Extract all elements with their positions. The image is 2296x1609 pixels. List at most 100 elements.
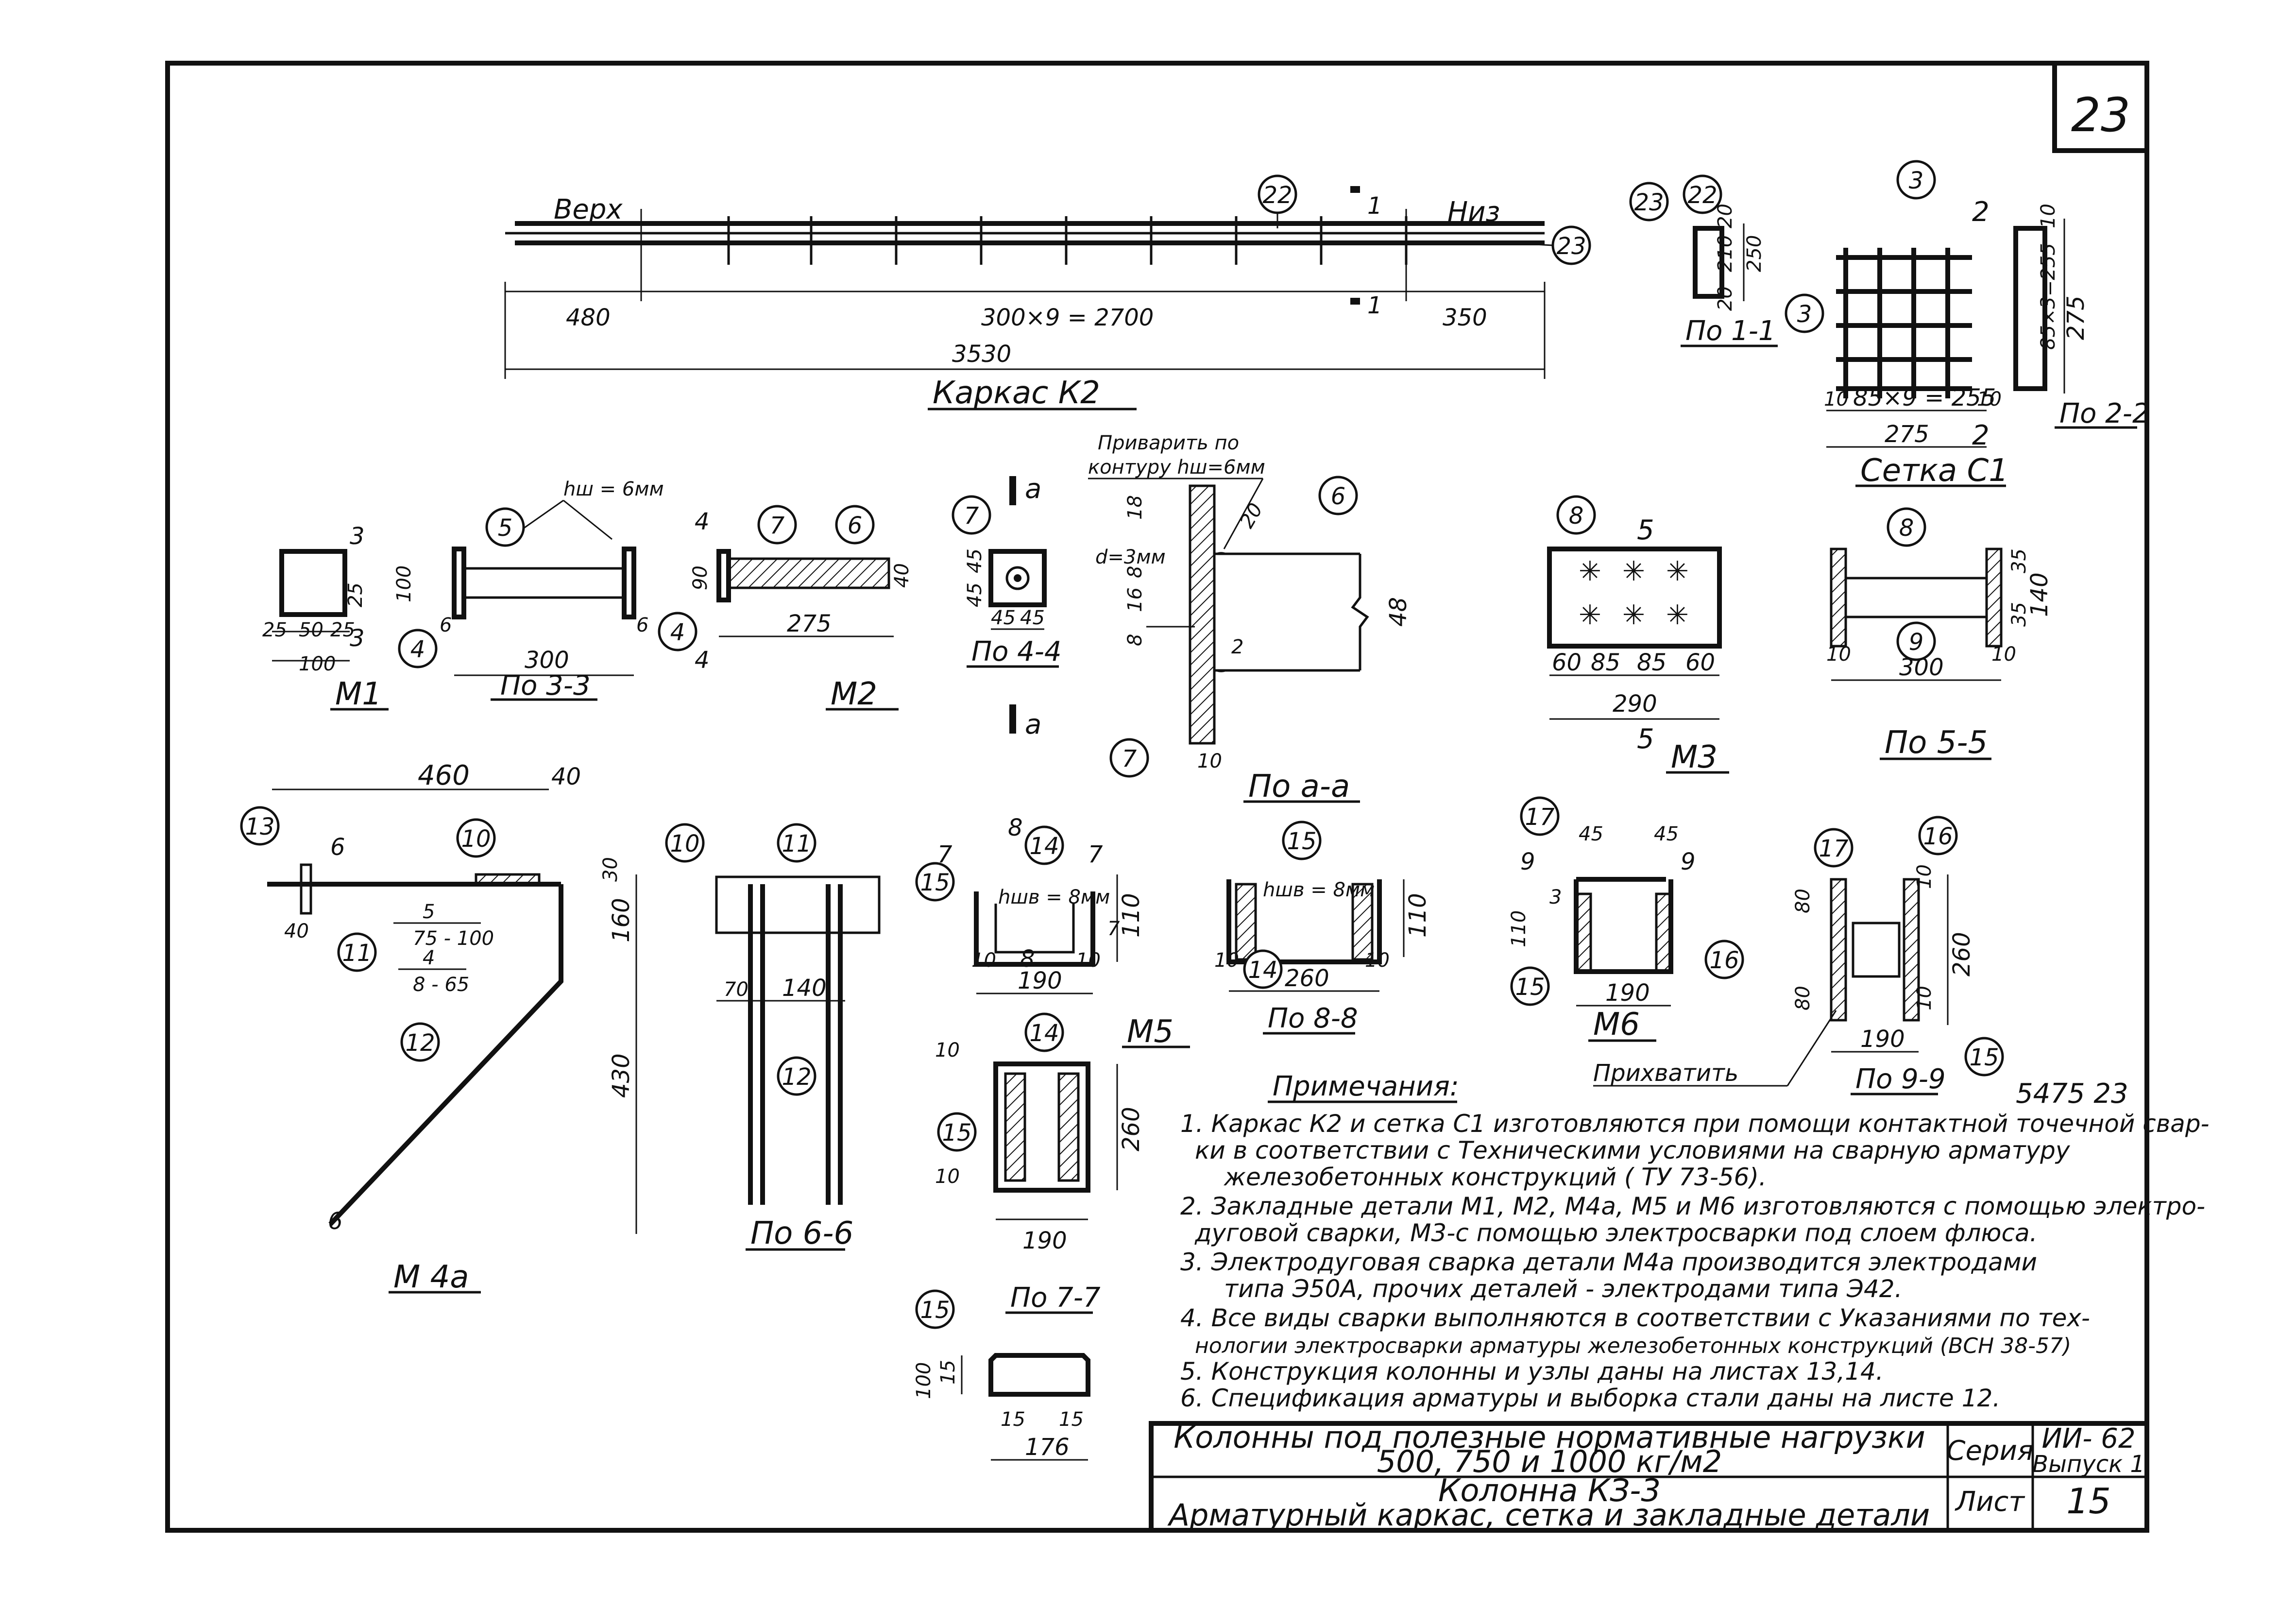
m1-dim-50: 50 xyxy=(299,619,323,641)
paa-dim-8a: 8 xyxy=(1124,566,1146,578)
m4a-dim-30: 30 xyxy=(599,857,622,882)
callout-12-p66: 12 xyxy=(782,1063,811,1091)
m4a-weld2-top: 4 xyxy=(423,947,435,969)
p44-section-a-bottom: a xyxy=(1025,709,1041,740)
p44-title: По 4-4 xyxy=(971,636,1062,668)
callout-13: 13 xyxy=(245,813,274,840)
paa-dim-18: 18 xyxy=(1124,495,1146,520)
drawing-description: Арматурный каркас, сетка и закладные дет… xyxy=(1167,1497,1930,1533)
p33-dim-300: 300 xyxy=(525,647,569,674)
c1-section-2-top: 2 xyxy=(1972,196,1990,228)
p44-view: 45 45 45 45 По 4-4 a a xyxy=(964,473,1062,740)
m4a-section-6-bottom: 6 xyxy=(328,1208,343,1235)
p11-dim-250: 250 xyxy=(1743,235,1766,272)
m3-studs: ✳✳ ✳✳ ✳✳ xyxy=(1579,556,1689,631)
p22-dim-275: 275 xyxy=(2062,295,2090,340)
paa-dim-8b: 8 xyxy=(1124,634,1146,646)
p66-view: 70 140 По 6-6 xyxy=(715,875,881,1251)
m5-section-7b: 7 xyxy=(1088,841,1103,868)
callout-7-paa: 7 xyxy=(1122,745,1137,772)
m6-dim-45b: 45 xyxy=(1654,823,1679,845)
callout-8-p55: 8 xyxy=(1899,514,1914,542)
m2-title: М2 xyxy=(831,676,877,712)
paa-dim-48: 48 xyxy=(1385,597,1412,627)
p33-title: По 3-3 xyxy=(500,670,591,702)
m6-section-9a: 9 xyxy=(1520,848,1535,875)
paa-hole-dim: d=3мм xyxy=(1095,546,1166,568)
m2-dim-40: 40 xyxy=(891,563,913,588)
m6-section-9b: 9 xyxy=(1681,848,1696,875)
p33-dim-6a: 6 xyxy=(440,614,452,636)
callout-11-p66: 11 xyxy=(782,830,811,857)
p88-dim-10b: 10 xyxy=(1365,949,1390,972)
callout-15-m6: 15 xyxy=(1515,974,1545,1001)
m4a-title: М 4а xyxy=(393,1259,469,1295)
p33-view: 300 6 6 По 3-3 hш = 6мм xyxy=(440,478,664,702)
m3-dim-85a: 85 xyxy=(1591,649,1620,676)
callout-12-m4a: 12 xyxy=(405,1029,435,1057)
m1-dim-25a: 25 xyxy=(262,619,287,641)
m5-weld-p77: hшв = 8мм xyxy=(998,886,1110,908)
p55-dim-10a: 10 xyxy=(1826,643,1851,666)
svg-text:✳: ✳ xyxy=(1579,556,1601,587)
callout-6-m2-label: 6 xyxy=(848,512,863,539)
m4a-dim-160: 160 xyxy=(608,898,635,942)
svg-text:✳: ✳ xyxy=(1579,599,1601,631)
m2-dim-275: 275 xyxy=(787,610,832,637)
notes-block: 5475 23 Примечания: 1. Каркас К2 и сетка… xyxy=(1180,1071,2210,1412)
p99-dim-10b: 10 xyxy=(1913,986,1936,1010)
m3-dim-290: 290 xyxy=(1613,690,1657,718)
p11-title: По 1-1 xyxy=(1685,315,1776,347)
notes-title: Примечания: xyxy=(1273,1071,1459,1102)
p99-title: По 9-9 xyxy=(1855,1063,1946,1095)
p88-dim-10a: 10 xyxy=(1214,949,1239,972)
k2-dim-2700: 300×9 = 2700 xyxy=(981,304,1154,331)
note-line-8: 4. Все виды сварки выполняются в соответ… xyxy=(1180,1304,2090,1332)
p77-dim-10a: 10 xyxy=(935,1039,960,1061)
m2-section-4-bottom: 4 xyxy=(695,647,710,674)
k2-bottom-label: Низ xyxy=(1447,196,1500,228)
p77-title: По 7-7 xyxy=(1010,1282,1101,1314)
p99-dim-80a: 80 xyxy=(1792,889,1814,913)
c1-dim-255: 85×9 = 255 xyxy=(1853,384,1996,411)
c1-dim-275: 275 xyxy=(1885,421,1929,448)
p22-title: По 2-2 xyxy=(2059,398,2150,429)
note-line-5: дуговой сварки, М3-с помощью электросвар… xyxy=(1194,1219,2038,1247)
p77-dim-260: 260 xyxy=(1118,1107,1145,1151)
note-line-9: нологии электросварки арматуры железобет… xyxy=(1195,1334,2071,1358)
k2-dim-480: 480 xyxy=(566,304,611,331)
project-line-1: Колонны под полезные нормативные нагрузк… xyxy=(1174,1420,1925,1455)
m5-dim-10b: 10 xyxy=(1076,949,1101,972)
callout-3-left: 3 xyxy=(1797,301,1812,328)
callout-4-left: 4 xyxy=(410,636,425,663)
m5-dim-110: 110 xyxy=(1118,893,1145,938)
p88-dim-260: 260 xyxy=(1285,965,1329,992)
k2-dim-350: 350 xyxy=(1443,304,1487,331)
sheet-number-box xyxy=(2052,61,2149,153)
p11-dim-210: 210 xyxy=(1714,235,1736,272)
p55-title: По 5-5 xyxy=(1885,725,1988,761)
plate15-dim-100: 100 xyxy=(913,1362,935,1399)
callout-7-p44: 7 xyxy=(964,502,979,530)
paa-title: По а-а xyxy=(1248,769,1350,804)
m3-section-5-top: 5 xyxy=(1637,514,1654,546)
note-line-1: 1. Каркас К2 и сетка С1 изготовляются пр… xyxy=(1180,1110,2210,1138)
note-line-10: 5. Конструкция колонны и узлы даны на ли… xyxy=(1180,1357,1884,1386)
p88-weld: hшв = 8мм xyxy=(1263,879,1375,901)
p66-title: По 6-6 xyxy=(750,1215,853,1251)
p33-dim-6b: 6 xyxy=(636,614,648,636)
p99-view: 80 260 80 10 10 190 По 9-9 Прихватить xyxy=(1593,864,1975,1095)
p22-view: 10 85×3=255 275 По 2-2 xyxy=(2013,204,2150,429)
p66-dim-70: 70 xyxy=(724,978,748,1001)
m4a-dim-430: 430 xyxy=(608,1053,635,1098)
series-label: Серия xyxy=(1946,1435,2033,1467)
svg-text:✳: ✳ xyxy=(1622,599,1645,631)
m1-section-3-bottom: 3 xyxy=(350,625,365,652)
m6-dim-45a: 45 xyxy=(1579,823,1603,845)
paa-weld-note-1: Приварить по xyxy=(1098,432,1239,454)
drawing-code: 5475 23 xyxy=(2016,1078,2128,1110)
p99-dim-260: 260 xyxy=(1948,932,1975,976)
c1-section-2-bottom: 2 xyxy=(1972,420,1990,451)
p11-dim-20b: 20 xyxy=(1714,286,1736,311)
m5-title: М5 xyxy=(1127,1014,1174,1050)
